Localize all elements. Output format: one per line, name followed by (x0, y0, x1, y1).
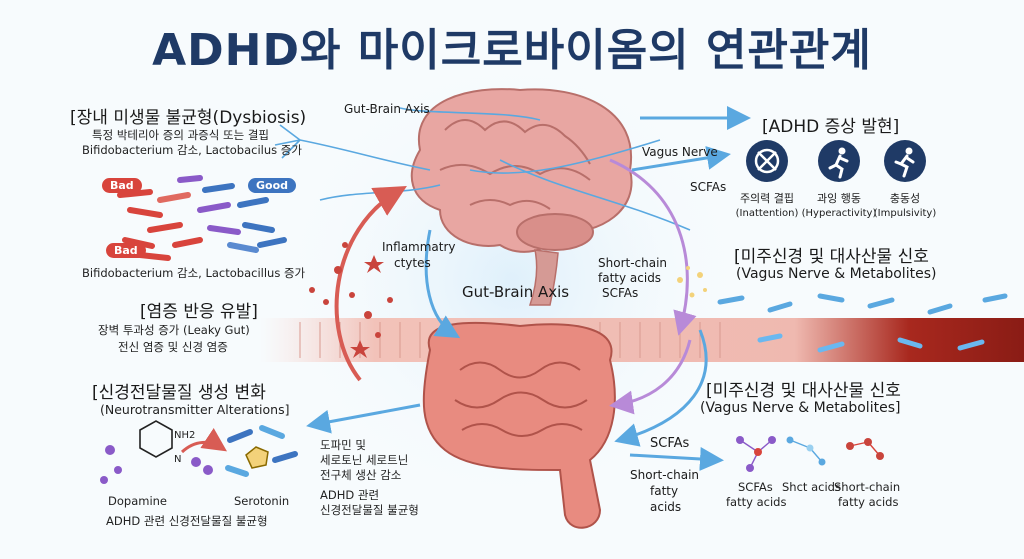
intestinal-wall (260, 318, 1024, 362)
bacteria-cluster (117, 175, 287, 261)
neuro-mid-line5: 신경전달물질 불균형 (320, 503, 419, 517)
running-person-icon (818, 140, 860, 182)
symptom-3-ko: 충동성 (889, 192, 921, 205)
serotonin-label: Serotonin (234, 494, 290, 508)
sc-lower-3: acids (650, 500, 682, 514)
good-badge: Good (248, 178, 297, 193)
symptoms-heading: [ADHD 증상 발현] (762, 117, 900, 137)
dysbiosis-line1: 특정 박테리아 증의 과증식 또는 결핍 (92, 128, 269, 142)
dysbiosis-heading: [장내 미생물 불균형(Dysbiosis) (70, 108, 307, 128)
purple-right-arrow (609, 158, 697, 336)
gut-brain-axis-top: Gut-Brain Axis (344, 102, 430, 116)
vagus-lower-subheading: (Vagus Nerve & Metabolites] (700, 400, 901, 416)
scfas-label-lower: SCFAs (650, 436, 690, 451)
neuro-arrow (306, 403, 421, 434)
neuro-subheading: (Neurotransmitter Alterations] (100, 402, 290, 417)
symptom-3-en: (Impulsivity) (873, 208, 937, 219)
neuro-mid-line3: 전구체 생산 감소 (320, 468, 402, 482)
red-up-arrow (334, 186, 407, 382)
dopamine-label: Dopamine (108, 494, 167, 508)
dysbiosis-bottom: Bifidobacterium 감소, Lactobacillus 증가 (82, 266, 306, 280)
symptom-2-en: (Hyperactivity) (801, 208, 877, 219)
purple-lower-arrow (609, 339, 692, 415)
dopamine-molecule (139, 420, 173, 458)
scfa-arrow (629, 446, 724, 471)
dysbiosis-line2: Bifidobacterium 감소, Lactobacilus 증가 (82, 143, 302, 157)
scfa-molecules (736, 436, 884, 472)
neuro-mid-line2: 세로토닌 세로트닌 (320, 453, 409, 467)
molecule-b-1: Shct acids (782, 480, 841, 494)
inflammation-line1: 장벽 투과성 증가 (Leaky Gut) (98, 323, 250, 337)
scfa-center-2: fatty acids (598, 271, 662, 285)
page-title: ADHD와 마이크로바이옴의 연관관계 (152, 25, 872, 76)
inflammatory-label-2: ctytes (394, 256, 431, 270)
vagus-upper-heading: [미주신경 및 대사산물 신호 (734, 247, 929, 267)
neuro-mid-line1: 도파민 및 (320, 438, 366, 452)
scfa-center-1: Short-chain (598, 256, 668, 270)
inflammation-line2: 전신 염증 및 신경 염증 (118, 340, 228, 354)
molecule-c-1: Short-chain (834, 480, 901, 494)
vagus-nerve-label: Vagus Nerve (642, 145, 718, 159)
intestines (422, 321, 616, 529)
inflammation-heading: [염증 반응 유발] (140, 302, 258, 322)
sc-lower-1: Short-chain (630, 468, 700, 482)
gut-brain-axis-mid: Gut-Brain Axis (462, 283, 570, 301)
molecule-a-1: SCFAs (738, 480, 773, 494)
scfas-label-top: SCFAs (690, 180, 727, 194)
molecule-c-2: fatty acids (838, 495, 899, 509)
conversion-arrow (180, 428, 227, 454)
bad-badge-bottom: Bad (106, 243, 146, 258)
nh2-label: NH2 (174, 430, 196, 441)
blue-right-arrow (614, 329, 708, 447)
serotonin-bacteria (225, 425, 298, 477)
molecule-a-2: fatty acids (726, 495, 787, 509)
neuro-heading: [신경전달물질 생성 변화 (92, 383, 266, 403)
sc-lower-2: fatty (650, 484, 679, 498)
vagus-lower-heading: [미주신경 및 대사산물 신호 (706, 381, 901, 401)
scfa-center-3: SCFAs (602, 286, 639, 300)
bad-badge-top: Bad (102, 178, 142, 193)
impulsive-person-icon (884, 140, 926, 182)
neuro-mid-line4: ADHD 관련 (320, 488, 380, 502)
inflammatory-label-1: Inflammatry (382, 240, 456, 254)
neuro-bottom: ADHD 관련 신경전달물질 불균형 (106, 514, 268, 528)
vagus-upper-subheading: (Vagus Nerve & Metabolites) (736, 266, 937, 282)
scfa-particles (677, 266, 707, 298)
symptom-1-en: (Inattention) (735, 208, 799, 219)
wall-bacteria (717, 293, 1008, 353)
attention-icon (746, 140, 788, 182)
n-label: N (174, 454, 182, 465)
inflammatory-cells (309, 242, 393, 358)
vagus-arrow (631, 146, 731, 172)
symptom-1-ko: 주의력 결핍 (739, 192, 795, 205)
blue-down-arrow (424, 229, 461, 339)
symptom-2-ko: 과잉 행동 (817, 192, 861, 205)
purple-dots (100, 445, 213, 484)
